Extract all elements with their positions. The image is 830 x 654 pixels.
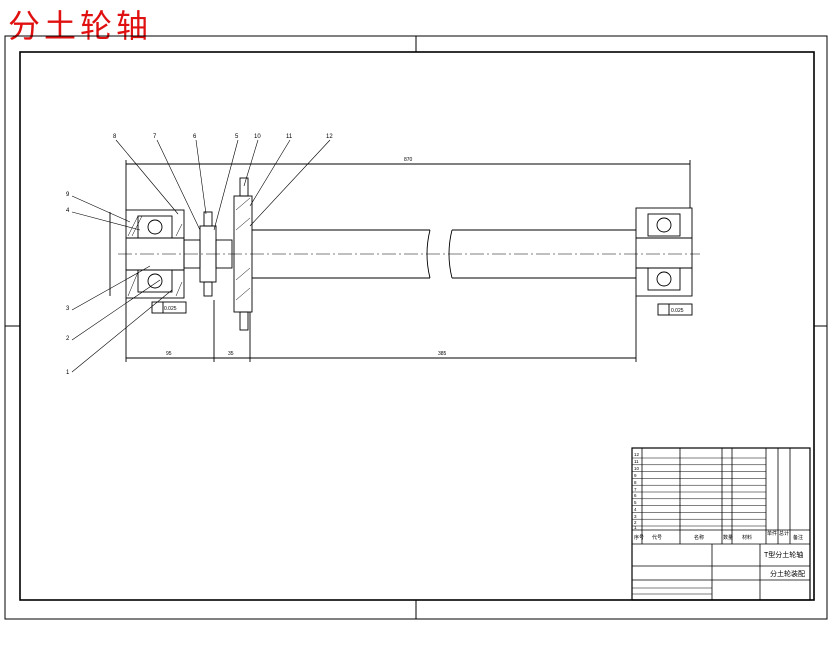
drawing-name: T型分土轮轴 [764,550,803,559]
balloon-label: 1 [66,370,70,376]
balloon-label: 12 [326,134,333,140]
right-bearing-housing [635,207,693,297]
drawing-title: 分土轮轴 [8,7,153,45]
title-block-row-lines [632,457,766,595]
row-number: 12 [634,452,640,457]
row-number: 5 [634,500,637,505]
shaft-assembly [71,139,700,373]
title-block [631,447,811,601]
balloon-label: 10 [254,134,261,140]
balloon-label: 9 [66,192,70,198]
tolerance-right: 0.025 [671,308,684,314]
dimension-b: 35 [228,351,234,357]
balloon-label: 8 [113,134,117,140]
row-number: 4 [634,507,637,512]
header-code: 代号 [652,534,662,541]
tolerance-box-left [151,301,187,314]
header-name: 名称 [694,534,704,541]
row-number: 6 [634,493,637,498]
balloon-label: 4 [66,208,70,214]
balloon-label: 3 [66,306,70,312]
header-remark: 备注 [793,534,803,541]
tolerance-box-right [657,303,693,316]
balloon-label: 5 [235,134,239,140]
header-index: 序号 [634,534,644,541]
row-number: 9 [634,473,637,478]
header-total: 总计 [779,530,789,537]
row-number: 2 [634,520,637,525]
row-number: 11 [634,459,639,464]
dimension-c: 385 [438,351,447,357]
part-balloons: 8 7 6 5 10 11 12 9 4 3 2 1 [66,134,333,376]
header-unit: 单件 [767,530,777,537]
overall-dimension: 870 [404,157,413,163]
balloon-label: 7 [153,134,157,140]
balloon-label: 6 [193,134,197,140]
row-number: 8 [634,480,637,485]
dimension-a: 95 [166,351,172,357]
row-number: 10 [634,466,640,471]
tolerance-left: 0.025 [164,306,177,312]
header-material: 材料 [742,534,752,541]
balloon-label: 2 [66,336,70,342]
sheet-frame [4,35,828,620]
title-block-header: 序号 代号 名称 数量 材料 单件 总计 备注 [634,530,803,541]
dimension-texts: 870 95 35 385 0.025 0.025 [164,157,684,357]
row-number: 3 [634,514,637,519]
leader-lines [71,139,331,373]
title-block-row-numbers: 12 11 10 9 8 7 6 5 4 3 2 1 [634,452,640,530]
row-number: 1 [634,525,637,530]
row-number: 7 [634,487,637,492]
header-qty: 数量 [723,534,733,541]
assembly-name: 分土轮装配 [770,569,805,578]
balloon-label: 11 [286,134,293,140]
